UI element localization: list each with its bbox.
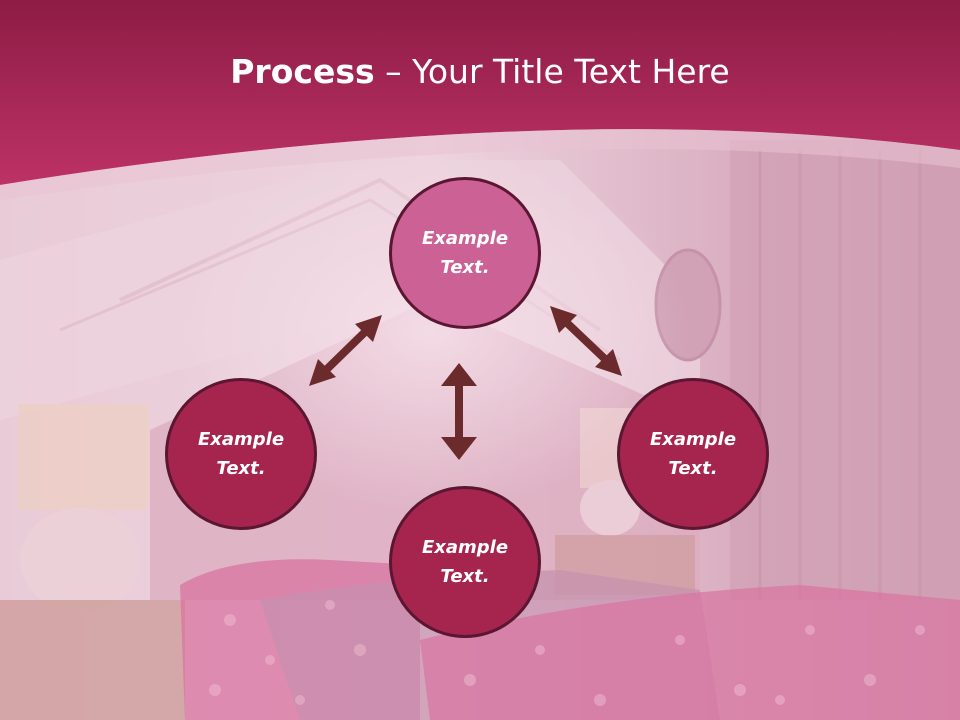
process-node-bottom[interactable]: Example Text. [389, 486, 541, 638]
title-rest: – Your Title Text Here [374, 52, 730, 91]
process-node-left[interactable]: Example Text. [165, 378, 317, 530]
vertical-double-arrow[interactable] [441, 363, 477, 460]
slide-title[interactable]: Process – Your Title Text Here [0, 52, 960, 91]
node-right-text: Example Text. [649, 429, 737, 479]
node-bottom-text: Example Text. [421, 537, 509, 587]
right-double-arrow[interactable] [550, 306, 622, 376]
title-bold: Process [230, 52, 375, 91]
left-double-arrow[interactable] [309, 315, 382, 386]
node-top-text: Example Text. [421, 228, 509, 278]
process-node-top[interactable]: Example Text. [389, 177, 541, 329]
process-node-right[interactable]: Example Text. [617, 378, 769, 530]
node-left-text: Example Text. [197, 429, 285, 479]
